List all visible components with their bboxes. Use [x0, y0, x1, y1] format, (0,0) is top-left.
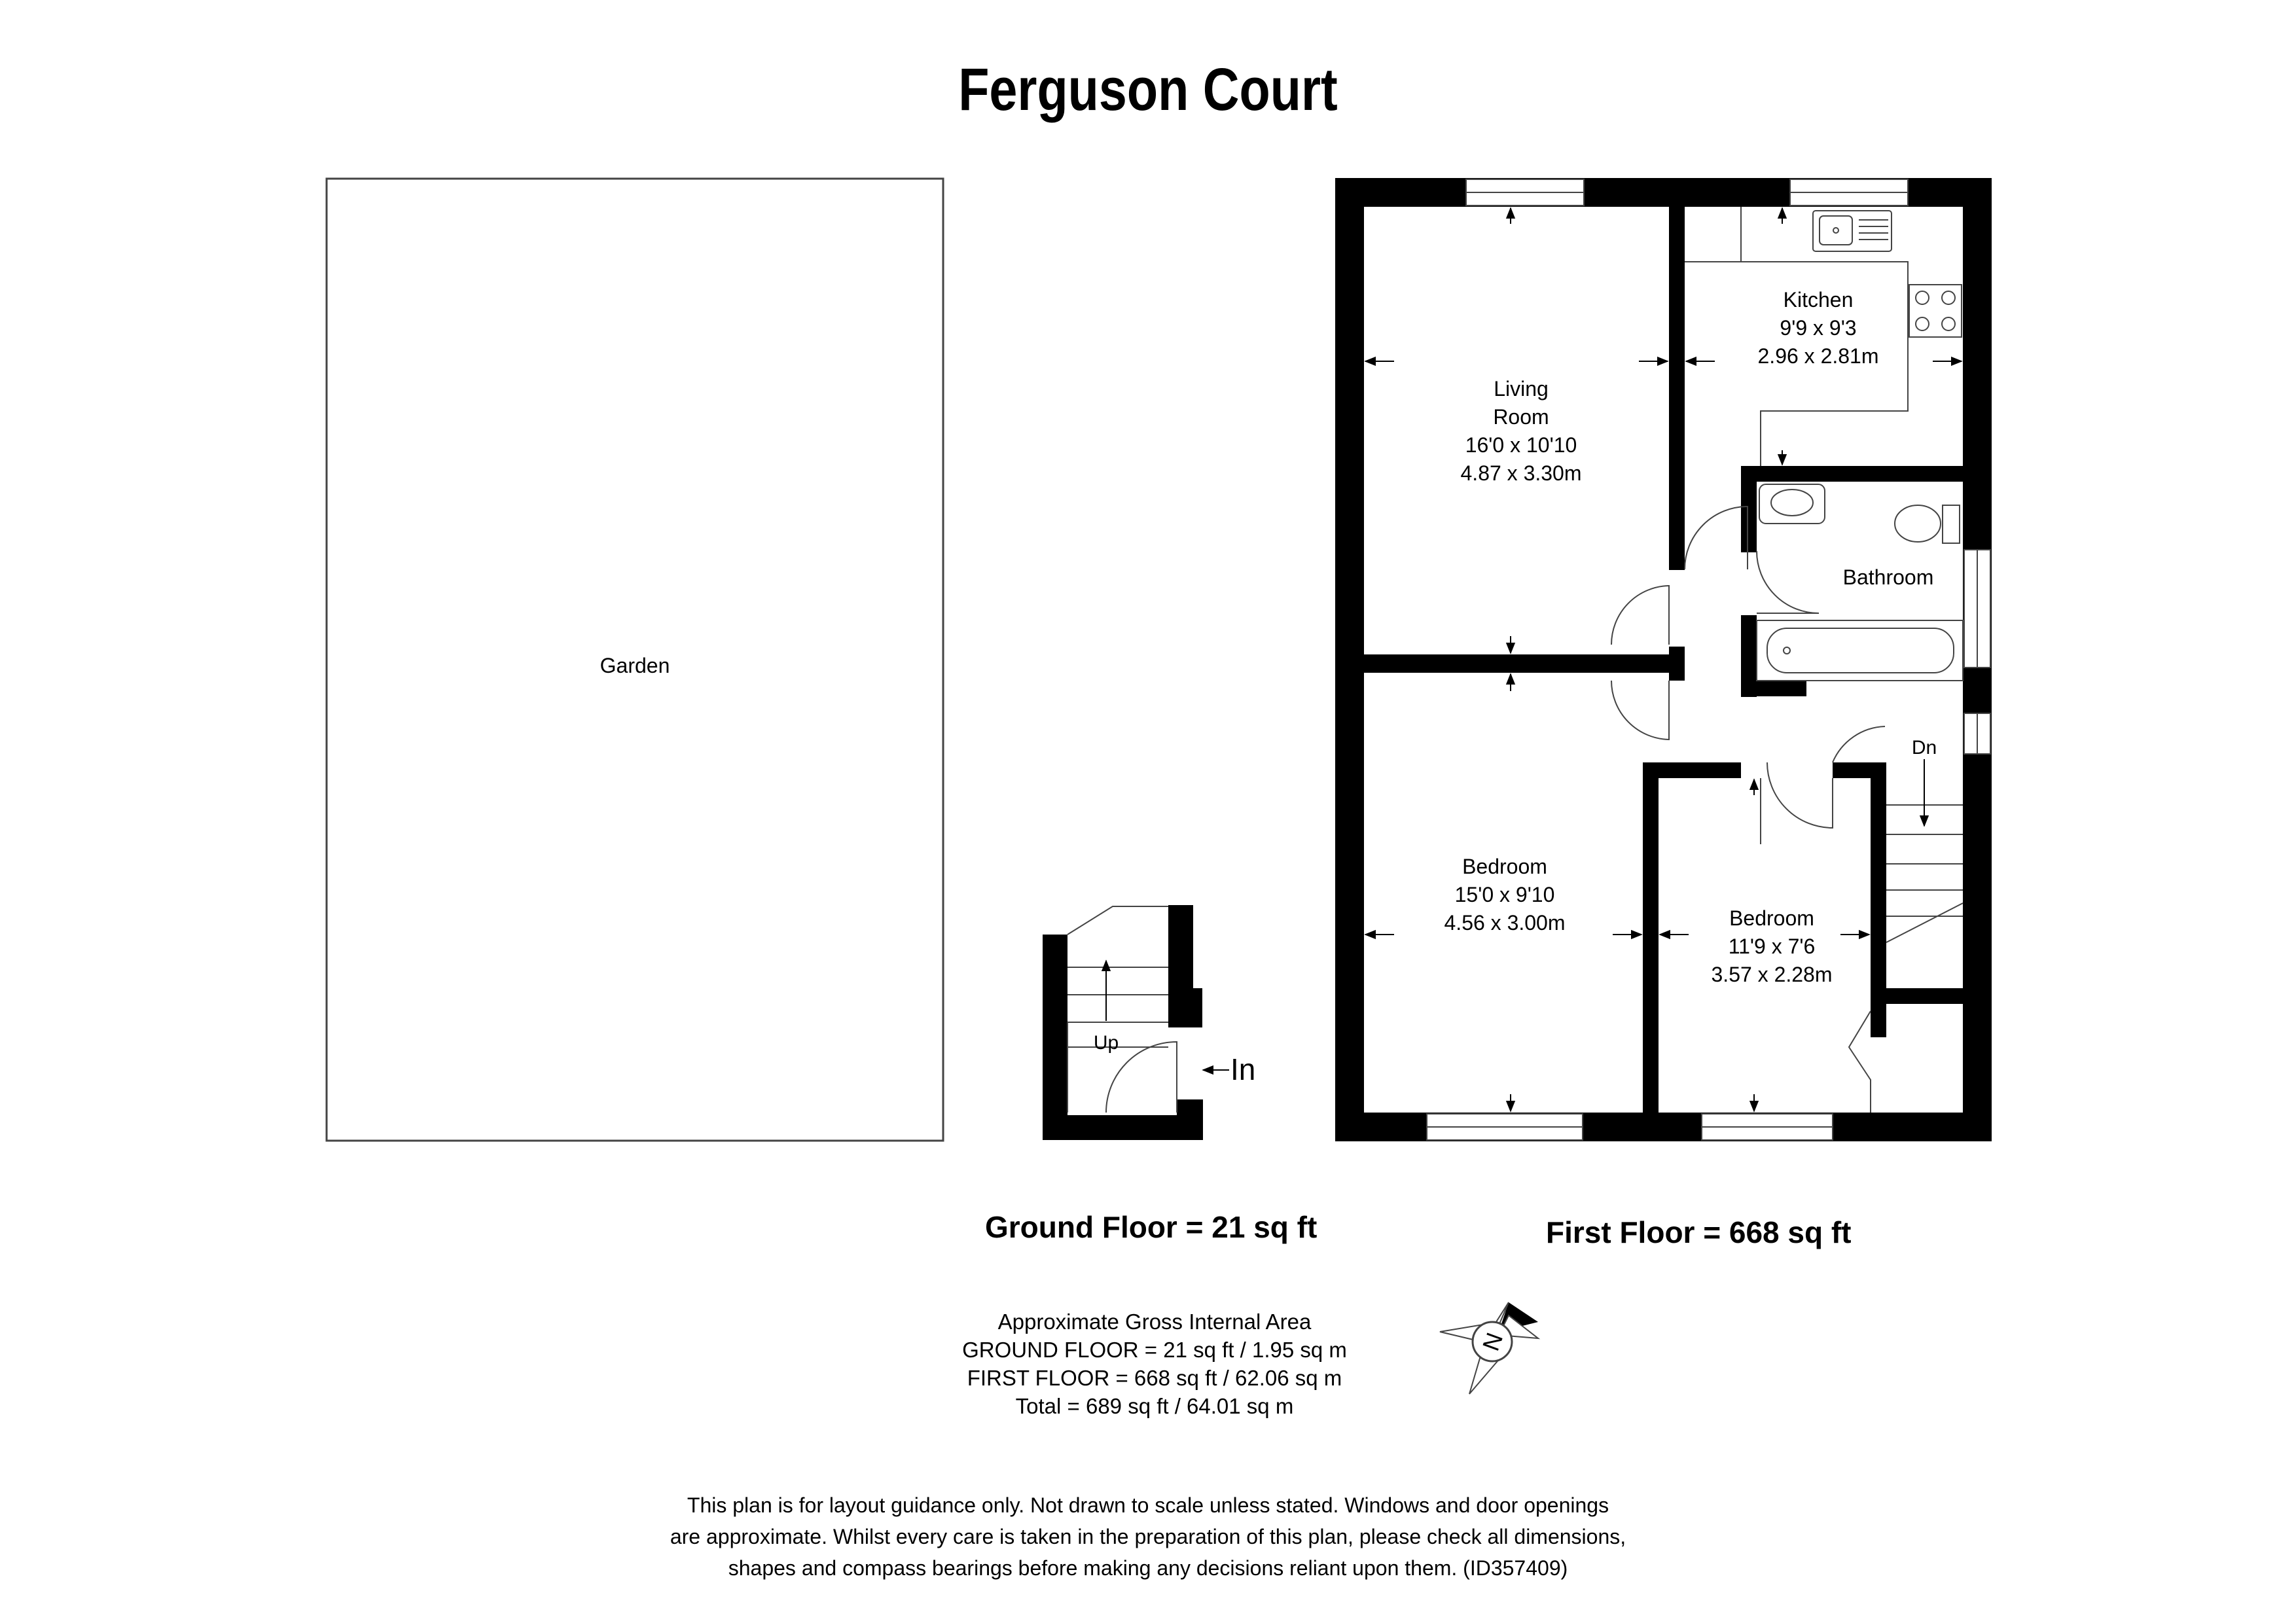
garden-area — [325, 177, 944, 1142]
disclaimer: This plan is for layout guidance only. N… — [624, 1489, 1672, 1584]
area-first: FIRST FLOOR = 668 sq ft / 62.06 sq m — [967, 1366, 1342, 1390]
svg-text:3.57 x 2.28m: 3.57 x 2.28m — [1712, 963, 1833, 986]
wall — [1643, 762, 1659, 1113]
wall — [1168, 988, 1202, 1027]
first-floor-plan: Dn Living — [1335, 178, 1992, 1141]
svg-text:Living: Living — [1494, 377, 1549, 401]
ground-floor-plan: Up In — [1043, 905, 1255, 1140]
wall — [1669, 647, 1685, 681]
disclaimer-line: shapes and compass bearings before makin… — [728, 1556, 1568, 1580]
wall — [1669, 207, 1685, 570]
wall — [1754, 466, 1963, 482]
wall — [1043, 1115, 1203, 1140]
toilet-icon — [1894, 505, 1941, 543]
ground-floor-total: Ground Floor = 21 sq ft — [985, 1210, 1318, 1244]
svg-text:Bedroom: Bedroom — [1462, 855, 1547, 878]
bathroom-label: Bathroom — [1843, 565, 1934, 589]
area-heading: Approximate Gross Internal Area — [997, 1310, 1312, 1334]
bathtub — [1756, 620, 1964, 681]
kitchen-sink — [1812, 210, 1892, 252]
living-room-label: Living Room 16'0 x 10'10 4.87 x 3.30m — [1461, 377, 1582, 485]
stairs-up — [1067, 906, 1168, 1113]
wall — [1741, 466, 1757, 552]
entrance-label: In — [1230, 1052, 1255, 1086]
wall — [1871, 988, 1963, 1004]
bathroom-basin — [1759, 484, 1825, 524]
wall — [1177, 1099, 1203, 1140]
page-title: Ferguson Court — [958, 56, 1338, 123]
svg-text:4.87 x 3.30m: 4.87 x 3.30m — [1461, 461, 1582, 485]
svg-text:16'0 x 10'10: 16'0 x 10'10 — [1465, 433, 1577, 457]
svg-text:15'0 x 9'10: 15'0 x 9'10 — [1455, 883, 1555, 906]
gross-internal-area: Approximate Gross Internal Area GROUND F… — [886, 1308, 1423, 1420]
stairs-down — [1886, 804, 1964, 943]
compass-icon: N — [1439, 1302, 1541, 1395]
stairs-up-label: Up — [1094, 1032, 1119, 1054]
disclaimer-line: are approximate. Whilst every care is ta… — [670, 1525, 1626, 1548]
svg-text:Room: Room — [1493, 405, 1549, 429]
dimension-arrows — [1364, 207, 1963, 1113]
bedroom-main-label: Bedroom 15'0 x 9'10 4.56 x 3.00m — [1444, 855, 1566, 935]
wall — [1643, 762, 1741, 778]
wall — [1364, 654, 1682, 673]
stairs-down-label: Dn — [1912, 737, 1937, 758]
wall — [1741, 681, 1806, 696]
bathroom-fittings — [1756, 484, 1964, 681]
svg-text:11'9 x 7'6: 11'9 x 7'6 — [1729, 935, 1816, 958]
svg-text:4.56 x 3.00m: 4.56 x 3.00m — [1444, 911, 1566, 935]
svg-text:2.96 x 2.81m: 2.96 x 2.81m — [1758, 344, 1879, 368]
disclaimer-line: This plan is for layout guidance only. N… — [687, 1493, 1609, 1517]
garden-label: Garden — [600, 654, 670, 677]
exterior-wall-left — [1335, 178, 1364, 1141]
doors — [1611, 505, 1886, 1113]
svg-text:Bedroom: Bedroom — [1729, 906, 1814, 930]
svg-text:Kitchen: Kitchen — [1784, 288, 1854, 312]
area-ground: GROUND FLOOR = 21 sq ft / 1.95 sq m — [962, 1338, 1347, 1362]
kitchen-fittings — [1685, 207, 1962, 466]
bedroom-second-label: Bedroom 11'9 x 7'6 3.57 x 2.28m — [1712, 906, 1833, 986]
windows — [1426, 179, 1991, 1141]
area-total: Total = 689 sq ft / 64.01 sq m — [1015, 1394, 1294, 1418]
entrance-door — [1105, 1041, 1177, 1113]
first-floor-total: First Floor = 668 sq ft — [1546, 1215, 1852, 1249]
kitchen-hob — [1909, 284, 1962, 338]
svg-text:9'9 x 9'3: 9'9 x 9'3 — [1780, 316, 1856, 340]
kitchen-label: Kitchen 9'9 x 9'3 2.96 x 2.81m — [1758, 288, 1879, 368]
wall — [1043, 935, 1067, 1140]
